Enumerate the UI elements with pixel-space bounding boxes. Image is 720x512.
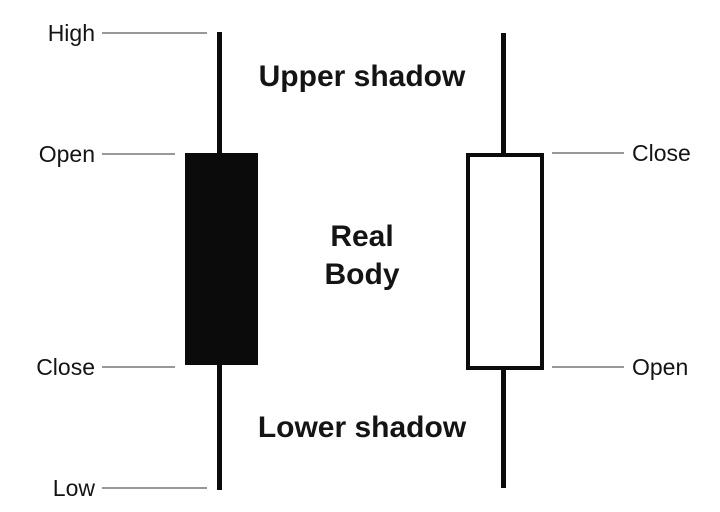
right-open-label: Open xyxy=(632,354,689,380)
real-body-annotation-line1: Real xyxy=(330,220,394,253)
right-candle-real-body-hollow xyxy=(466,153,544,370)
right-close-label: Close xyxy=(632,140,691,166)
right-open-leader-line xyxy=(552,366,624,368)
left-open-label: Open xyxy=(38,141,95,167)
real-body-annotation: Real Body xyxy=(262,218,462,294)
low-label: Low xyxy=(52,475,95,501)
lower-shadow-annotation: Lower shadow xyxy=(257,411,467,444)
high-leader-line xyxy=(102,32,207,34)
left-open-leader-line xyxy=(102,153,175,155)
low-leader-line xyxy=(102,487,207,489)
high-label: High xyxy=(47,20,95,46)
right-close-leader-line xyxy=(552,152,624,154)
left-close-label: Close xyxy=(36,354,95,380)
upper-shadow-annotation: Upper shadow xyxy=(258,60,466,93)
left-candle-real-body-filled xyxy=(185,153,258,365)
left-close-leader-line xyxy=(102,366,175,368)
real-body-annotation-line2: Body xyxy=(324,258,400,291)
